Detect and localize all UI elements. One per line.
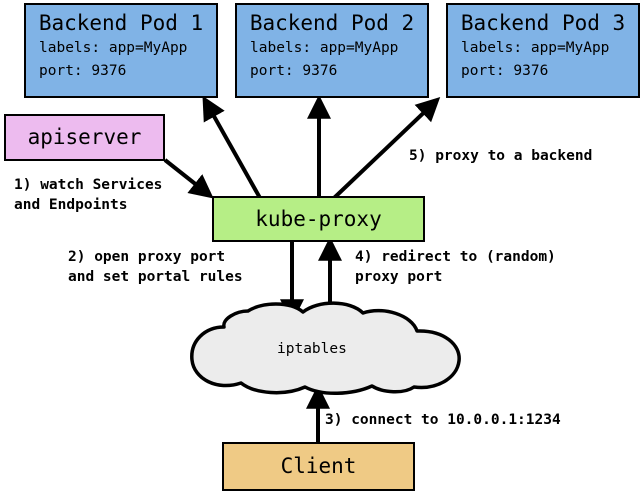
backend-pod-3-box[interactable]: Backend Pod 3 labels: app=MyApp port: 93… bbox=[446, 3, 640, 98]
backend-pod-2-box[interactable]: Backend Pod 2 labels: app=MyApp port: 93… bbox=[235, 3, 429, 98]
iptables-label: iptables bbox=[277, 341, 347, 357]
step-2-label: 2) open proxy port and set portal rules bbox=[68, 247, 243, 287]
step-1-line-1: 1) watch Services bbox=[14, 177, 163, 193]
step-5-label: 5) proxy to a backend bbox=[409, 146, 592, 166]
backend-pod-1-title: Backend Pod 1 bbox=[38, 11, 204, 35]
backend-pod-3-labels: labels: app=MyApp bbox=[461, 40, 610, 56]
kube-proxy-label: kube-proxy bbox=[255, 206, 382, 231]
step-4-line-1: 4) redirect to (random) bbox=[355, 249, 556, 265]
backend-pod-1-box[interactable]: Backend Pod 1 labels: app=MyApp port: 93… bbox=[24, 3, 218, 98]
arrow-kubeproxy-to-pod1 bbox=[202, 95, 262, 199]
step-4-line-2: proxy port bbox=[355, 269, 443, 285]
apiserver-box[interactable]: apiserver bbox=[4, 114, 165, 161]
step-2-line-2: and set portal rules bbox=[68, 269, 243, 285]
backend-pod-2-port: port: 9376 bbox=[250, 63, 338, 79]
apiserver-label: apiserver bbox=[27, 125, 142, 149]
backend-pod-2-title: Backend Pod 2 bbox=[249, 11, 415, 35]
backend-pod-1-port: port: 9376 bbox=[39, 63, 127, 79]
arrow-apiserver-to-kubeproxy bbox=[163, 158, 214, 199]
arrow-kubeproxy-to-pod3 bbox=[332, 97, 441, 200]
step-1-label: 1) watch Services and Endpoints bbox=[14, 175, 162, 215]
step-5-line-1: 5) proxy to a backend bbox=[409, 148, 593, 164]
client-box[interactable]: Client bbox=[222, 442, 415, 491]
step-3-line-1: 3) connect to 10.0.0.1:1234 bbox=[325, 412, 561, 428]
backend-pod-3-port: port: 9376 bbox=[461, 63, 549, 79]
client-label: Client bbox=[280, 454, 357, 478]
step-2-line-1: 2) open proxy port bbox=[68, 249, 226, 265]
step-1-line-2: and Endpoints bbox=[14, 197, 128, 213]
iptables-cloud-shape bbox=[190, 301, 461, 395]
backend-pod-2-labels: labels: app=MyApp bbox=[250, 40, 399, 56]
step-3-label: 3) connect to 10.0.0.1:1234 bbox=[325, 410, 561, 430]
kube-proxy-box[interactable]: kube-proxy bbox=[212, 196, 425, 242]
backend-pod-3-title: Backend Pod 3 bbox=[460, 11, 626, 35]
backend-pod-1-labels: labels: app=MyApp bbox=[39, 40, 188, 56]
step-4-label: 4) redirect to (random) proxy port bbox=[355, 247, 556, 287]
